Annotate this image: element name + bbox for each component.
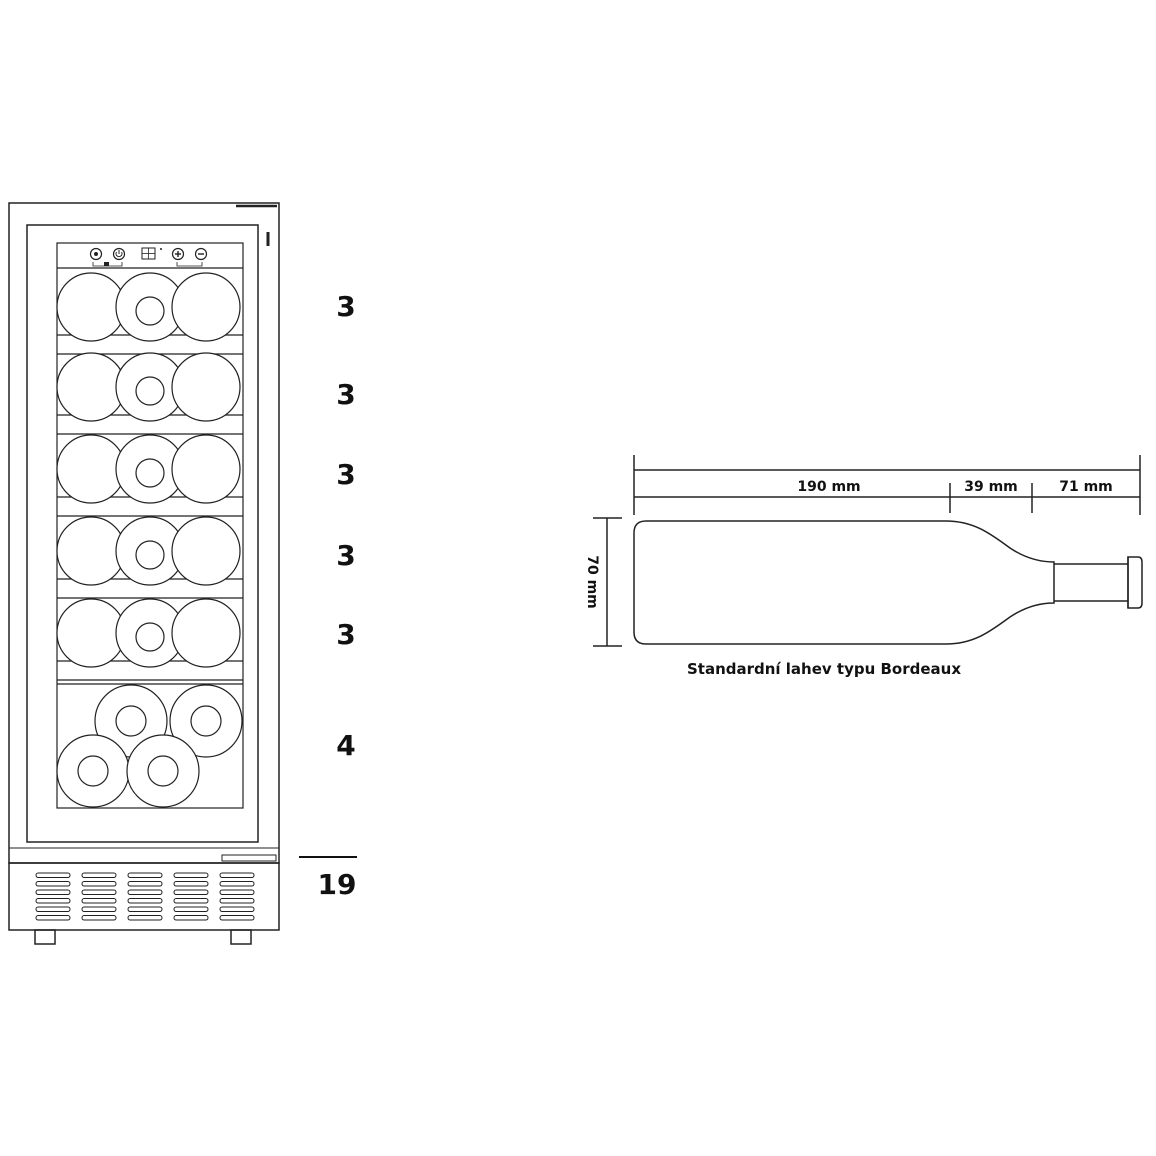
degree-dot	[160, 248, 162, 250]
vent-slot	[219, 889, 255, 895]
dim-body-label: 190 mm	[797, 479, 860, 495]
door-glass	[56, 242, 244, 809]
light-icon	[89, 247, 103, 261]
vent-slot	[127, 906, 163, 912]
vent-grille	[35, 872, 255, 921]
plus-icon	[171, 247, 185, 261]
bottle-diagram: 190 mm 39 mm 71 mm 70 mm Standardní lahe…	[584, 455, 1143, 678]
capacity-counts: 3 3 3 3 3 4	[336, 290, 355, 762]
shelves	[56, 272, 243, 808]
vent-slot	[219, 898, 255, 904]
bottle-neck-ring	[77, 755, 109, 787]
bottle-neck-ring	[135, 376, 165, 406]
dim-shoulder-label: 39 mm	[964, 479, 1018, 495]
bottle-neck-ring	[147, 755, 179, 787]
vent-slot	[81, 898, 117, 904]
vent-slot	[35, 872, 71, 878]
vent-slot	[127, 898, 163, 904]
vent-slot	[219, 872, 255, 878]
bottle-neck-ring	[135, 622, 165, 652]
shelf-bottom-stack	[56, 683, 243, 808]
shelf-capacity: 3	[336, 378, 355, 411]
vent-slot	[35, 906, 71, 912]
vent-slot	[127, 915, 163, 921]
door-frame	[26, 224, 259, 843]
power-icon	[112, 247, 126, 261]
foot-left	[34, 929, 56, 945]
base-grille-frame	[8, 862, 280, 931]
dim-neck-label: 71 mm	[1059, 479, 1113, 495]
vent-slot	[173, 881, 209, 887]
shelf-row	[56, 598, 243, 681]
vent-slot	[127, 881, 163, 887]
shelf-capacity: 3	[336, 618, 355, 651]
vent-slot	[81, 915, 117, 921]
vent-slot	[35, 881, 71, 887]
control-panel	[57, 247, 243, 269]
bottle-bottle-side	[56, 516, 126, 586]
bottle-caption: Standardní lahev typu Bordeaux	[687, 660, 961, 678]
bottle-bottle-side	[56, 598, 126, 668]
foot-right	[230, 929, 252, 945]
vent-slot	[81, 881, 117, 887]
bottle-neck-ring	[190, 705, 222, 737]
shelf-row	[56, 516, 243, 599]
vent-slot	[35, 889, 71, 895]
vent-slot	[127, 889, 163, 895]
bottle-bottle-side	[171, 352, 241, 422]
vent-slot	[173, 906, 209, 912]
vent-slot	[81, 906, 117, 912]
shelf-row	[56, 272, 243, 355]
bottle-bottle-side	[56, 434, 126, 504]
bottle-bottle-side	[56, 272, 126, 342]
vent-slot	[173, 915, 209, 921]
minus-icon	[194, 247, 208, 261]
bottle-bottle-side	[171, 272, 241, 342]
bottle-bottle-side	[56, 352, 126, 422]
vent-slot	[173, 898, 209, 904]
shelf-capacity: 3	[336, 458, 355, 491]
shelf-capacity: 3	[336, 290, 355, 323]
shelf-row	[56, 434, 243, 517]
shelf-capacity: 4	[336, 729, 355, 762]
dim-diameter-label: 70 mm	[584, 555, 600, 609]
door-handle	[221, 854, 277, 862]
vent-slot	[35, 898, 71, 904]
bottle-neck-ring	[115, 705, 147, 737]
vent-slot	[35, 915, 71, 921]
vent-slot	[219, 915, 255, 921]
wine-cooler	[8, 202, 280, 945]
bottle-neck-ring	[135, 458, 165, 488]
vent-slot	[81, 872, 117, 878]
temp-bracket	[176, 262, 203, 267]
vent-slot	[173, 872, 209, 878]
vent-slot	[219, 881, 255, 887]
bottle-outline	[633, 520, 1055, 645]
vent-slot	[219, 906, 255, 912]
total-capacity: 19	[318, 868, 357, 901]
bottle-lip	[1127, 556, 1143, 609]
vent-slot	[173, 889, 209, 895]
bottle-bottle-side	[171, 516, 241, 586]
bottle-bottle-side	[171, 434, 241, 504]
vent-slot	[127, 872, 163, 878]
lock-icon	[104, 262, 109, 266]
display-icon	[141, 247, 156, 260]
bottle-neck-ring	[135, 296, 165, 326]
bottle-bottle-side	[171, 598, 241, 668]
shelf-row	[56, 352, 243, 435]
shelf-capacity: 3	[336, 539, 355, 572]
bottle-neck-ring	[135, 540, 165, 570]
vent-slot	[81, 889, 117, 895]
